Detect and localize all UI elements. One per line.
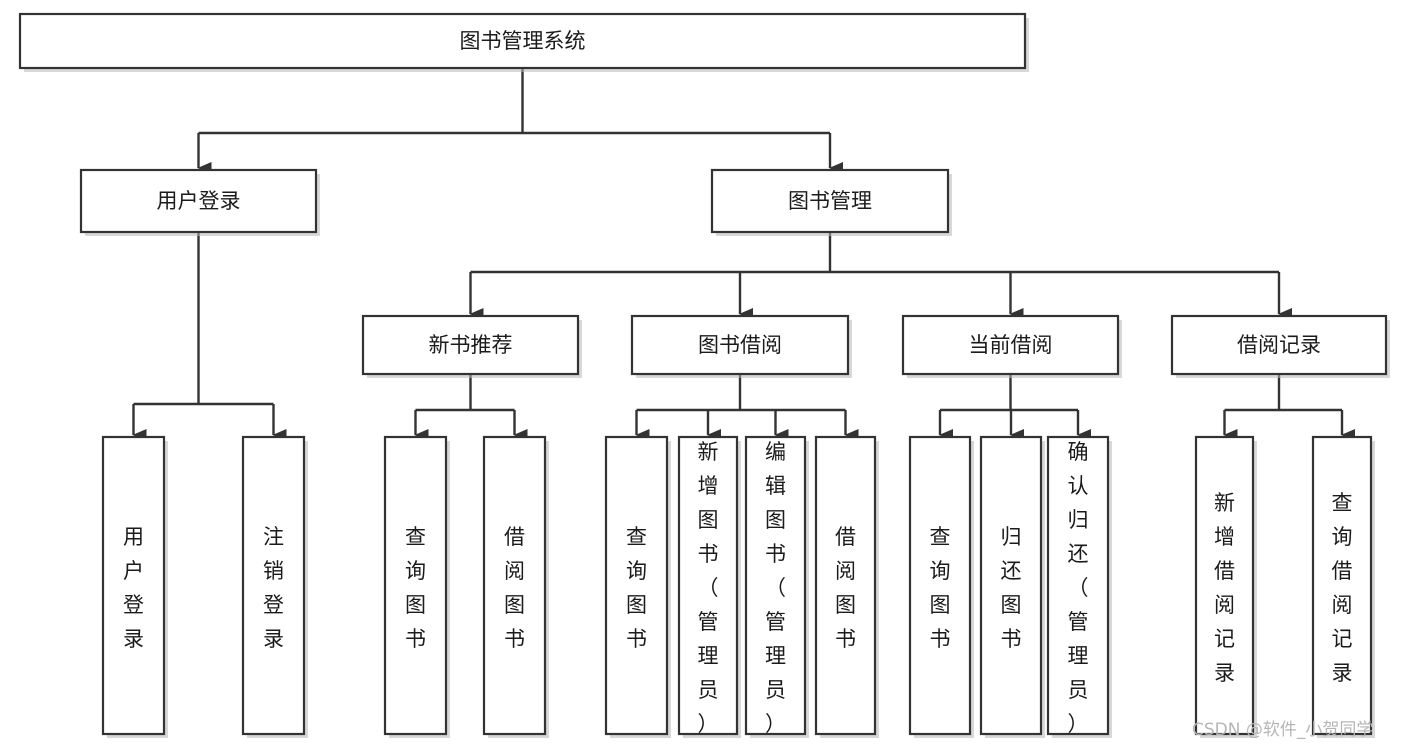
node-level2-0[interactable]: 新书推荐 <box>361 314 582 378</box>
node-label: 新书推荐 <box>429 333 513 357</box>
box-outline <box>361 314 580 376</box>
node-leaf-4[interactable]: 查询图书 <box>604 435 671 738</box>
box-outline <box>1170 314 1388 376</box>
box-outline <box>18 12 1027 70</box>
node-label: 借阅图书 <box>504 525 525 651</box>
box-outline <box>744 435 807 736</box>
box-outline <box>101 435 166 736</box>
box-outline <box>630 314 850 376</box>
node-label: 新增借阅记录 <box>1214 491 1235 685</box>
box-outline <box>241 435 306 736</box>
box-outline <box>901 314 1120 376</box>
node-leaf-1[interactable]: 注销登录 <box>241 435 308 738</box>
box-outline <box>604 435 669 736</box>
box-outline <box>383 435 448 736</box>
node-label: 借阅图书 <box>835 525 856 651</box>
box-outline <box>814 435 877 736</box>
box-outline <box>1194 435 1255 736</box>
node-level2-1[interactable]: 图书借阅 <box>630 314 852 378</box>
node-label: 图书管理 <box>788 189 872 213</box>
node-leaf-3[interactable]: 借阅图书 <box>482 435 549 738</box>
node-root-system[interactable]: 图书管理系统 <box>18 12 1029 72</box>
node-label: 查询借阅记录 <box>1332 491 1353 685</box>
node-label: 确认归还（管理员） <box>1068 440 1089 736</box>
box-outline <box>979 435 1043 736</box>
box-outline <box>1311 435 1373 736</box>
node-label: 用户登录 <box>157 189 241 213</box>
node-leaf-8[interactable]: 查询图书 <box>908 435 974 738</box>
node-label: 编辑图书（管理员） <box>765 440 786 736</box>
node-level2-2[interactable]: 当前借阅 <box>901 314 1122 378</box>
box-outline <box>908 435 972 736</box>
node-leaf-12[interactable]: 查询借阅记录 <box>1311 435 1375 738</box>
node-leaf-6[interactable]: 编辑图书（管理员） <box>744 435 809 738</box>
node-level1-0[interactable]: 用户登录 <box>79 168 320 236</box>
csdn-watermark: CSDN @软件_小贺同学 <box>1192 720 1374 740</box>
node-label: 查询图书 <box>626 525 647 651</box>
node-label: 查询图书 <box>930 525 951 651</box>
node-layer: 图书管理系统用户登录图书管理新书推荐图书借阅当前借阅借阅记录用户登录注销登录查询… <box>18 12 1390 738</box>
node-label: 图书管理系统 <box>460 29 586 53</box>
box-outline <box>482 435 547 736</box>
node-leaf-10[interactable]: 确认归还（管理员） <box>1046 435 1112 738</box>
node-label: 注销登录 <box>263 525 284 651</box>
node-leaf-2[interactable]: 查询图书 <box>383 435 450 738</box>
node-level1-1[interactable]: 图书管理 <box>710 168 952 236</box>
node-leaf-5[interactable]: 新增图书（管理员） <box>677 435 741 738</box>
node-leaf-0[interactable]: 用户登录 <box>101 435 168 738</box>
node-label: 用户登录 <box>123 525 144 651</box>
box-outline <box>79 168 318 234</box>
node-leaf-7[interactable]: 借阅图书 <box>814 435 879 738</box>
node-label: 归还图书 <box>1001 525 1022 651</box>
node-label: 当前借阅 <box>969 333 1053 357</box>
box-outline <box>710 168 950 234</box>
node-level2-3[interactable]: 借阅记录 <box>1170 314 1390 378</box>
node-label: 新增图书（管理员） <box>698 440 719 736</box>
node-label: 借阅记录 <box>1237 333 1321 357</box>
node-label: 查询图书 <box>405 525 426 651</box>
node-leaf-9[interactable]: 归还图书 <box>979 435 1045 738</box>
connector-layer <box>132 68 1355 441</box>
node-label: 图书借阅 <box>698 333 782 357</box>
box-outline <box>1046 435 1110 736</box>
box-outline <box>677 435 739 736</box>
node-leaf-11[interactable]: 新增借阅记录 <box>1194 435 1257 738</box>
